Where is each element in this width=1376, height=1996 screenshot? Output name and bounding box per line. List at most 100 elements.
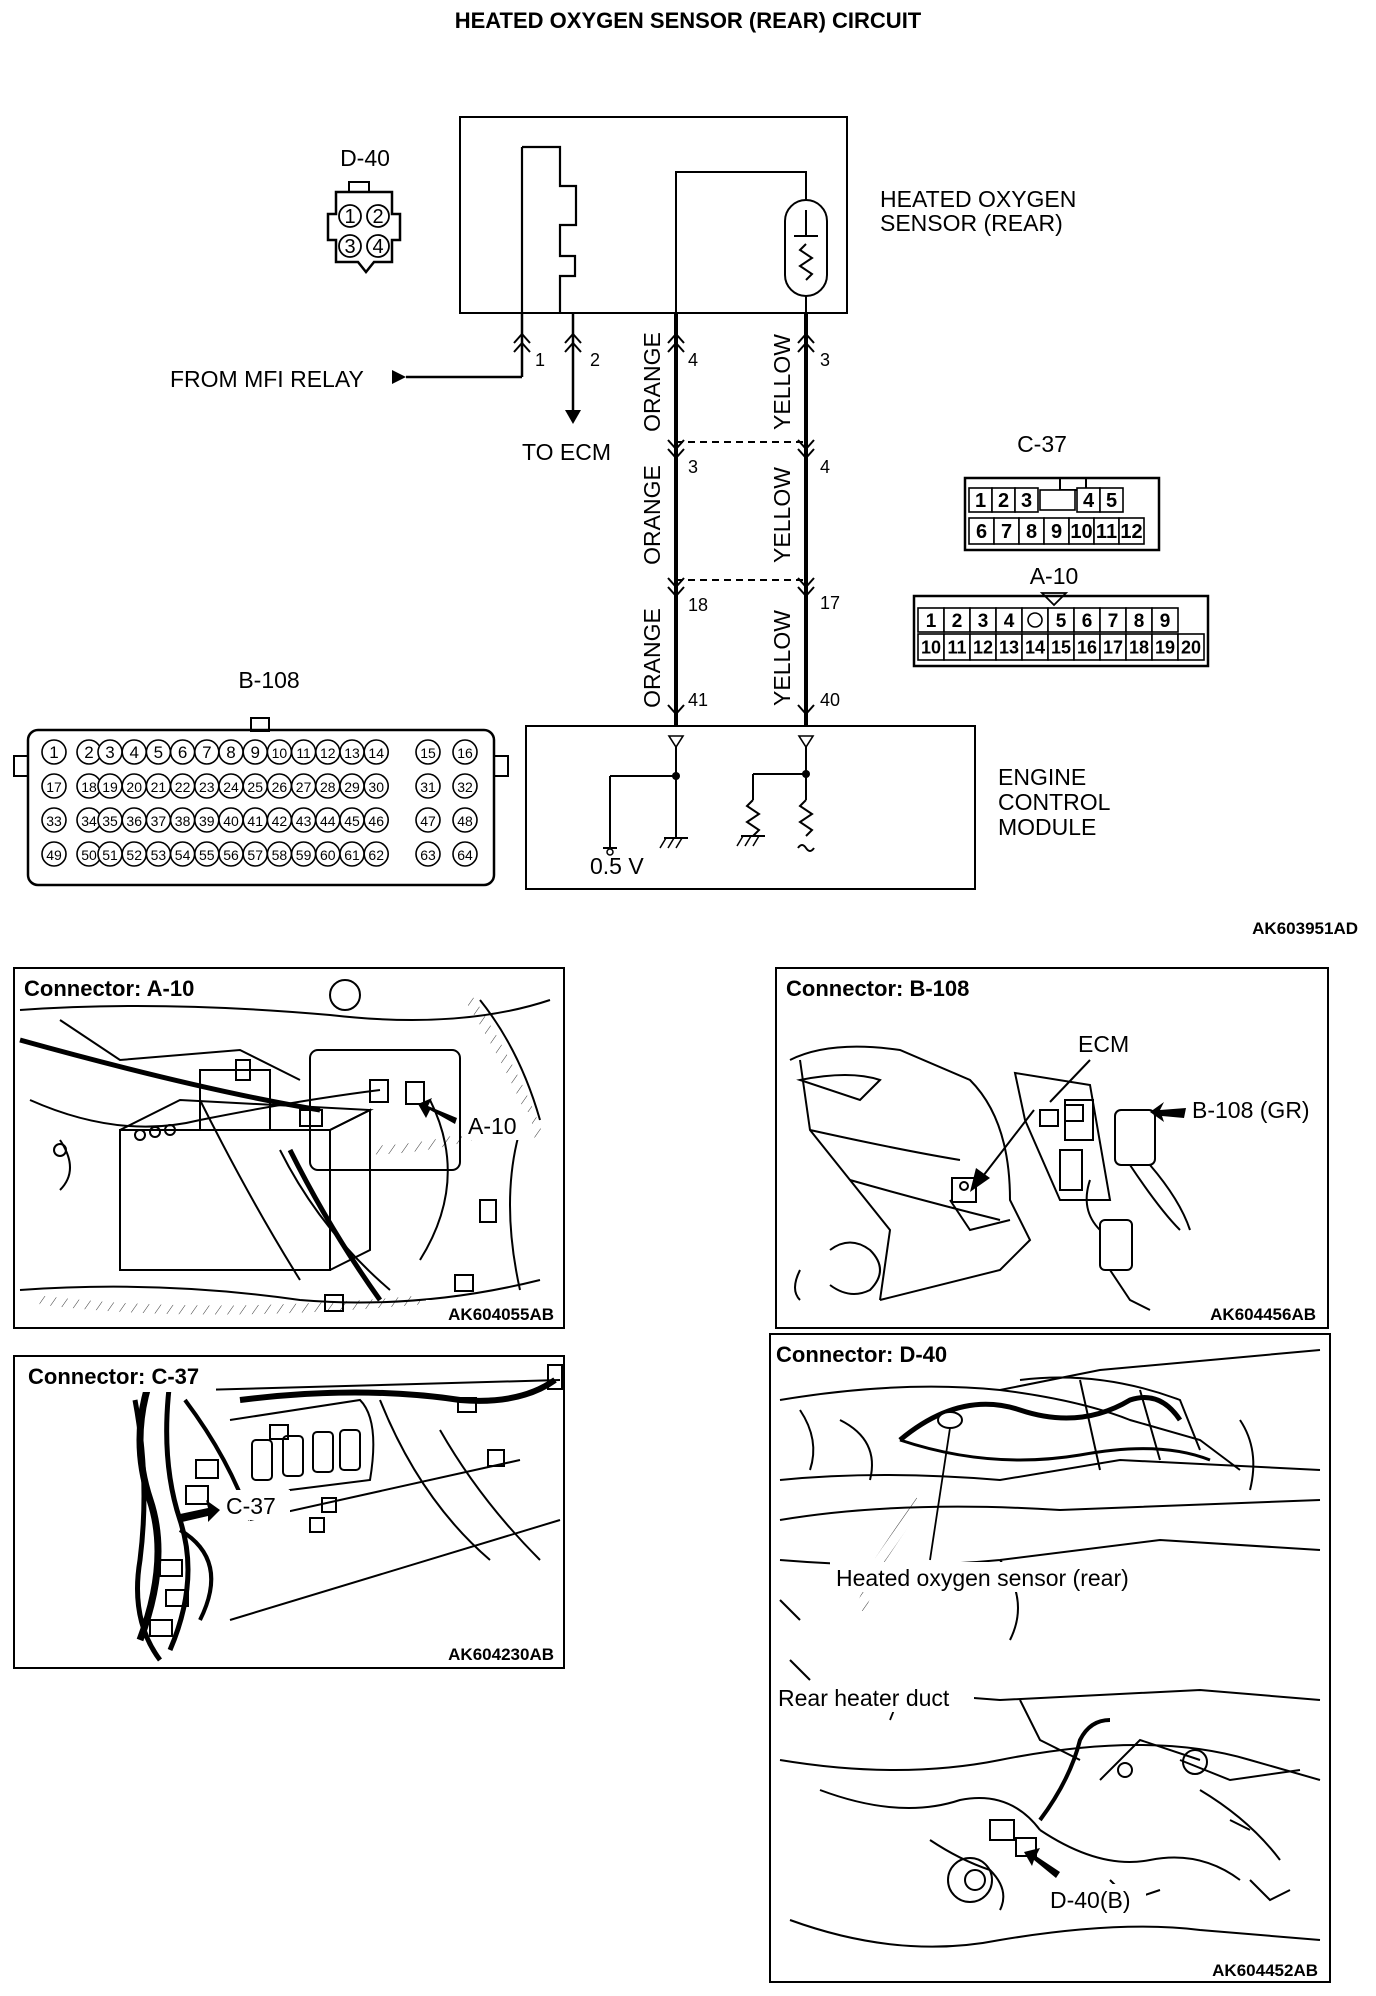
b108-pin-number: 31	[420, 779, 436, 795]
a10-pin-orange: 18	[688, 595, 708, 615]
b108-pin-number: 12	[320, 745, 336, 761]
b108-pin-number: 22	[175, 779, 191, 795]
b108-pin-circle	[415, 739, 441, 765]
c37-cell	[1118, 517, 1145, 545]
b108-panel-illustration	[789, 1045, 1191, 1311]
ecm-pin-yellow: 40	[820, 690, 840, 710]
c37-panel-illustration	[149, 1364, 563, 1637]
a10-pin: 10	[921, 637, 941, 657]
sensor-pin-4: 4	[688, 350, 698, 370]
a10-pin: 20	[1181, 637, 1201, 657]
sensor-box: HEATED OXYGEN SENSOR (REAR)	[459, 116, 1076, 314]
b108-pin-number: 10	[272, 745, 288, 761]
b108-pin-number: 39	[199, 813, 215, 829]
a10-cell	[943, 607, 971, 633]
b108-pin-number: 19	[102, 779, 118, 795]
connector-c37-label: C-37	[1017, 431, 1067, 457]
panel-connector-a10: Connector: A-10 A-10 AK604055AB	[13, 967, 565, 1329]
wire-color-orange-2: ORANGE	[639, 465, 665, 565]
b108-pin-number: 57	[247, 847, 263, 863]
a10-pin: 1	[926, 611, 937, 632]
b108-pin-number: 6	[178, 743, 187, 762]
b108-pin-number: 49	[46, 847, 62, 863]
ecm-pin-orange: 41	[688, 690, 708, 710]
b108-pin-number: 36	[126, 813, 142, 829]
a10-pin: 4	[1004, 611, 1015, 632]
signal-wiring: 4 3 3 4 18 17 41 40 ORANGE YELLOW ORANGE…	[639, 313, 840, 726]
b108-pin-number: 24	[223, 779, 239, 795]
a10-pin: 12	[973, 637, 993, 657]
b108-pin-number: 50	[81, 847, 97, 863]
a10-pin: 17	[1103, 637, 1123, 657]
sensor-label-line2: SENSOR (REAR)	[880, 210, 1063, 236]
a10-pin: 11	[947, 637, 966, 657]
b108-pin-number: 33	[46, 813, 62, 829]
panel-d40-code: AK604452AB	[1212, 1961, 1318, 1980]
b108-pin-circle	[452, 773, 478, 799]
c37-cell	[1043, 517, 1070, 545]
panel-d40-title: Connector: D-40	[776, 1342, 947, 1367]
reference-voltage-label: 0.5 V	[590, 853, 644, 879]
connector-b108-label: B-108	[238, 667, 299, 693]
b108-pin-number: 20	[126, 779, 142, 795]
a10-cell	[917, 633, 945, 661]
b108-pin-circle	[452, 739, 478, 765]
panel-b108-code: AK604456AB	[1210, 1305, 1316, 1324]
ecm-label-line2: CONTROL	[998, 789, 1111, 815]
b108-pin-circle	[452, 841, 478, 867]
a10-cell	[995, 607, 1023, 633]
b108-pin-number: 29	[344, 779, 360, 795]
a10-cell	[1073, 633, 1101, 661]
b108-pin-number: 21	[151, 779, 167, 795]
a10-pin: 18	[1129, 637, 1149, 657]
b108-pin-number: 3	[105, 743, 114, 762]
main-figure-code: AK603951AD	[1252, 919, 1358, 938]
b108-pin-number: 2	[84, 743, 93, 762]
c37-pin: 1	[975, 490, 986, 512]
a10-pin: 15	[1051, 637, 1071, 657]
b108-pin-number: 62	[368, 847, 384, 863]
b108-pin-number: 34	[81, 813, 97, 829]
b108-pin-number: 17	[46, 779, 62, 795]
a10-pin: 8	[1134, 611, 1145, 632]
c37-pin: 10	[1070, 521, 1092, 543]
c37-pin: 7	[1001, 521, 1012, 543]
to-ecm-label: TO ECM	[522, 439, 611, 465]
b108-pin-number: 44	[320, 813, 336, 829]
panel-d40-callout-sensor: Heated oxygen sensor (rear)	[836, 1565, 1129, 1591]
d40-pin-2: 2	[372, 206, 383, 228]
b108-pin-number: 8	[226, 743, 235, 762]
a10-pin: 19	[1155, 637, 1175, 657]
b108-pin-number: 27	[296, 779, 312, 795]
c37-pin: 6	[976, 521, 987, 543]
a10-cell	[1099, 633, 1127, 661]
a10-pin: 7	[1108, 611, 1119, 632]
panel-c37-code: AK604230AB	[448, 1645, 554, 1664]
b108-pin-number: 4	[129, 743, 138, 762]
ecm-box: 0.5 V ENGINE CONTROL MODULE	[525, 725, 1111, 890]
b108-pin-number: 52	[126, 847, 142, 863]
c37-pin: 3	[1021, 490, 1032, 512]
panel-d40-callout-duct: Rear heater duct	[778, 1685, 950, 1711]
c37-pin: 12	[1120, 521, 1142, 543]
c37-pin: 11	[1096, 521, 1117, 543]
b108-pin-number: 35	[102, 813, 118, 829]
b108-pin-number: 48	[457, 813, 473, 829]
panel-connector-d40: Connector: D-40 Heated oxygen sensor (re…	[769, 1333, 1331, 1983]
panel-a10-title: Connector: A-10	[24, 976, 194, 1001]
c37-cell	[1099, 487, 1124, 513]
panel-c37-callout: C-37	[226, 1493, 276, 1519]
b108-pin-number: 37	[151, 813, 167, 829]
a10-pin: 16	[1077, 637, 1097, 657]
a10-pin: 6	[1082, 611, 1093, 632]
c37-pin: 5	[1106, 490, 1117, 512]
d40-pin-4: 4	[372, 236, 383, 258]
b108-pin-circle	[415, 807, 441, 833]
b108-pin-circle	[415, 841, 441, 867]
panel-a10-callout: A-10	[468, 1113, 517, 1139]
b108-pin-number: 55	[199, 847, 215, 863]
page-title: HEATED OXYGEN SENSOR (REAR) CIRCUIT	[455, 8, 922, 33]
